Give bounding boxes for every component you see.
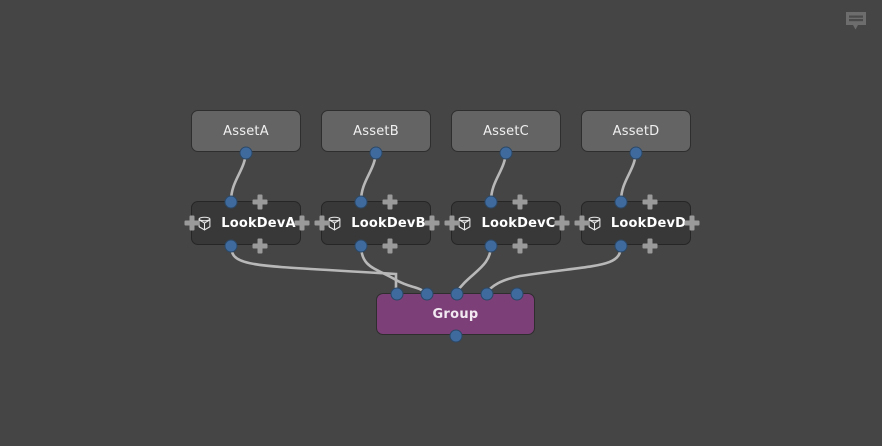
add-input-above-button[interactable] (252, 194, 268, 210)
lookdev-input-port[interactable] (614, 195, 628, 209)
lookdev-node-content: LookDevD (586, 215, 686, 232)
asset-node[interactable]: AssetB (321, 110, 431, 160)
lookdev-node-label: LookDevC (481, 215, 556, 231)
asset-output-port[interactable] (499, 146, 513, 160)
group-node[interactable]: Group (376, 287, 535, 343)
add-output-below-button[interactable] (642, 238, 658, 254)
add-output-below-button[interactable] (382, 238, 398, 254)
lookdev-node[interactable]: LookDevB (314, 194, 440, 254)
lookdev-input-port[interactable] (354, 195, 368, 209)
add-output-right-button[interactable] (424, 215, 440, 231)
group-input-port[interactable] (420, 287, 434, 301)
lookdev-node[interactable]: LookDevD (574, 194, 700, 254)
group-input-port[interactable] (480, 287, 494, 301)
lookdev-output-port[interactable] (484, 239, 498, 253)
lookdev-node[interactable]: LookDevA (184, 194, 310, 254)
asset-node-label: AssetC (483, 123, 529, 139)
lookdev-node-label: LookDevB (351, 215, 426, 231)
lookdev-output-port[interactable] (224, 239, 238, 253)
lookdev-node-label: LookDevA (221, 215, 296, 231)
asset-output-port[interactable] (629, 146, 643, 160)
lookdev-input-port[interactable] (224, 195, 238, 209)
lookdev-output-port[interactable] (354, 239, 368, 253)
lookdev-output-port[interactable] (614, 239, 628, 253)
group-node-label: Group (432, 306, 479, 322)
asset-node-label: AssetD (612, 123, 660, 139)
asset-node-label: AssetB (353, 123, 399, 139)
group-input-port[interactable] (390, 287, 404, 301)
lookdev-node-content: LookDevB (326, 215, 425, 232)
lookdev-node-content: LookDevA (196, 215, 296, 232)
add-output-right-button[interactable] (554, 215, 570, 231)
asset-node-label: AssetA (223, 123, 269, 139)
cube-icon (459, 216, 471, 230)
group-input-port[interactable] (450, 287, 464, 301)
asset-output-port[interactable] (239, 146, 253, 160)
asset-node[interactable]: AssetC (451, 110, 561, 160)
edge[interactable] (454, 243, 493, 295)
group-output-port[interactable] (449, 329, 462, 343)
group-input-port[interactable] (510, 287, 524, 301)
asset-node[interactable]: AssetD (581, 110, 691, 160)
add-output-right-button[interactable] (294, 215, 310, 231)
add-output-right-button[interactable] (684, 215, 700, 231)
lookdev-node[interactable]: LookDevC (444, 194, 570, 254)
add-input-left-button[interactable] (574, 215, 590, 231)
comment-icon[interactable] (842, 8, 870, 34)
add-input-above-button[interactable] (642, 194, 658, 210)
add-input-left-button[interactable] (184, 215, 200, 231)
edge[interactable] (484, 243, 623, 295)
add-input-left-button[interactable] (314, 215, 330, 231)
add-input-left-button[interactable] (444, 215, 460, 231)
asset-node[interactable]: AssetA (191, 110, 301, 160)
asset-output-port[interactable] (369, 146, 383, 160)
add-input-above-button[interactable] (512, 194, 528, 210)
add-output-below-button[interactable] (252, 238, 268, 254)
lookdev-input-port[interactable] (484, 195, 498, 209)
lookdev-node-content: LookDevC (456, 215, 555, 232)
lookdev-node-label: LookDevD (610, 215, 687, 231)
add-input-above-button[interactable] (382, 194, 398, 210)
add-output-below-button[interactable] (512, 238, 528, 254)
